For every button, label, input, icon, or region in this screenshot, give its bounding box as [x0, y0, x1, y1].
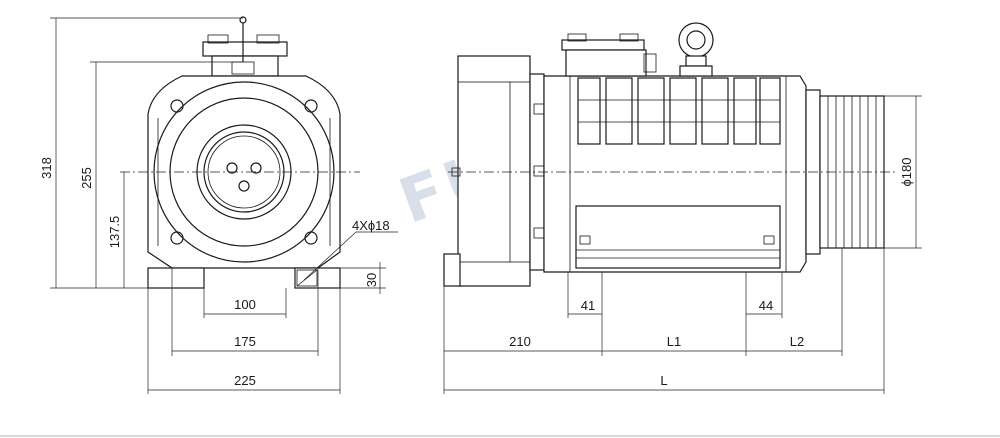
dim-label-137: 137.5 — [107, 216, 122, 249]
front-bolt-1 — [226, 162, 238, 174]
front-screw-tr — [304, 99, 318, 113]
side-terminal-cap-l — [567, 33, 587, 42]
front-bearing-core — [207, 135, 281, 209]
side-fin-2 — [605, 77, 633, 145]
side-lifting-eye-hole — [686, 30, 706, 50]
front-screw-bl — [170, 231, 184, 245]
dim-label-30: 30 — [364, 273, 379, 287]
side-terminal-cap-r — [619, 33, 639, 42]
side-lower-bolt-r — [763, 235, 775, 245]
dim-label-holes: 4Xϕ18 — [352, 218, 390, 233]
front-bolt-3 — [238, 180, 250, 192]
front-bolt-2 — [250, 162, 262, 174]
dim-label-225: 225 — [234, 373, 256, 388]
side-brake-foot — [443, 253, 461, 287]
dim-label-180: ϕ180 — [899, 158, 914, 187]
side-lower-panel — [575, 205, 781, 269]
front-screw-tl — [170, 99, 184, 113]
side-terminal-lid — [561, 39, 645, 51]
side-lifting-neck — [685, 55, 707, 67]
dim-label-175: 175 — [234, 334, 256, 349]
dim-label-318: 318 — [39, 157, 54, 179]
front-terminal-base — [211, 55, 279, 77]
front-outer-flange — [153, 81, 335, 263]
side-view: ϕ180 41 44 210 L1 L2 L — [443, 22, 922, 394]
front-terminal-cap-right — [256, 34, 280, 44]
side-fin-4 — [669, 77, 697, 145]
side-fin-1 — [577, 77, 601, 145]
front-foot-right — [294, 267, 341, 289]
dim-label-44: 44 — [759, 298, 773, 313]
side-brake-block — [457, 55, 531, 287]
front-foot-hatch-line — [296, 269, 318, 287]
side-fin-3 — [637, 77, 665, 145]
front-view: 318 255 137.5 30 4Xϕ18 100 175 225 — [39, 16, 398, 394]
front-foot-hatch — [296, 269, 318, 287]
front-screw-br — [304, 231, 318, 245]
side-lower-bolt-l — [579, 235, 591, 245]
front-terminal-box-top — [202, 41, 288, 57]
dim-label-l: L — [660, 373, 667, 388]
dim-label-210: 210 — [509, 334, 531, 349]
front-housing-ribs — [157, 118, 331, 246]
dim-label-l1: L1 — [667, 334, 681, 349]
dim-label-100: 100 — [234, 297, 256, 312]
front-foot-left — [147, 267, 205, 289]
side-lifting-base — [679, 65, 713, 77]
side-fin-7 — [759, 77, 781, 145]
side-fin-6 — [733, 77, 757, 145]
dim-label-41: 41 — [581, 298, 595, 313]
side-fin-5 — [701, 77, 729, 145]
front-terminal-cap-left — [207, 34, 229, 44]
front-lever-knob — [239, 16, 247, 24]
leader-holes — [303, 231, 357, 281]
dim-label-l2: L2 — [790, 334, 804, 349]
side-terminal-gland — [643, 53, 657, 73]
side-motor-body — [543, 75, 807, 273]
side-terminal-box — [565, 49, 647, 77]
side-brake-top — [457, 55, 531, 83]
dim-label-255: 255 — [79, 167, 94, 189]
